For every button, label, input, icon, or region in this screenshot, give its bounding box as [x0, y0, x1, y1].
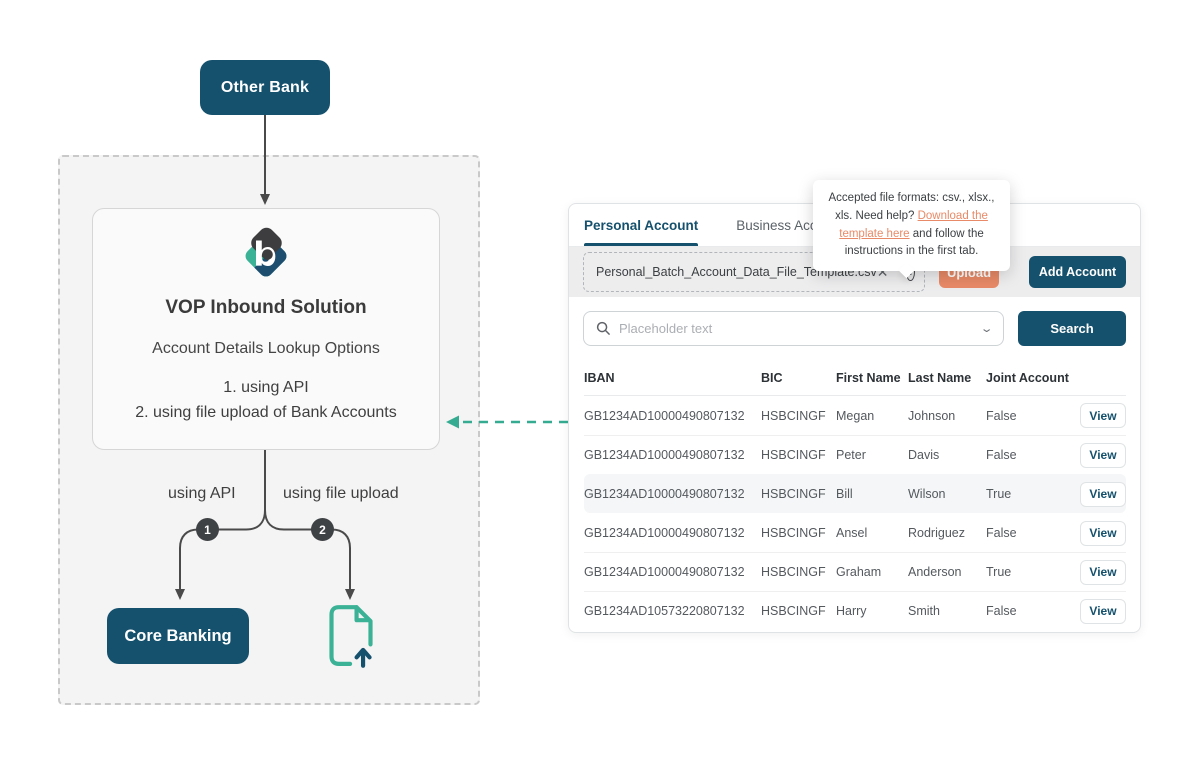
view-button[interactable]: View — [1080, 442, 1126, 468]
branch-number-2: 2 — [311, 518, 334, 541]
cell-joint-account: False — [986, 526, 1017, 540]
col-header-joint: Joint Account — [986, 370, 1069, 385]
tooltip-help-prefix: Need help? — [855, 209, 918, 222]
cell-first-name: Harry — [836, 604, 867, 618]
tooltip-formats-text: Accepted file formats: csv., xlsx., xls. — [828, 192, 995, 222]
cell-iban: GB1234AD10000490807132 — [584, 565, 745, 579]
branch-label-api: using API — [168, 485, 236, 502]
cell-last-name: Wilson — [908, 487, 946, 501]
cell-first-name: Bill — [836, 487, 853, 501]
cell-joint-account: True — [986, 487, 1012, 501]
col-header-last: Last Name — [908, 370, 972, 385]
solution-title: VOP Inbound Solution — [165, 297, 367, 318]
solution-option-1: 1. using API — [223, 379, 309, 396]
view-button[interactable]: View — [1080, 559, 1126, 585]
clear-file-icon[interactable]: ✕ — [876, 264, 889, 280]
search-row: ⌄ Search — [569, 297, 1140, 360]
cell-bic: HSBCINGF — [761, 408, 826, 423]
table-header-row: IBAN BIC First Name Last Name Joint Acco… — [584, 360, 1126, 396]
cell-iban: GB1234AD10000490807132 — [584, 487, 745, 501]
view-button[interactable]: View — [1080, 481, 1126, 507]
view-button[interactable]: View — [1080, 598, 1126, 624]
table-row: GB1234AD10573220807132 HSBCINGF Harry Sm… — [584, 591, 1126, 630]
cell-first-name: Graham — [836, 565, 882, 579]
cell-joint-account: False — [986, 408, 1017, 423]
file-dropzone[interactable]: Personal_Batch_Account_Data_File_Templat… — [583, 252, 925, 292]
vop-logo-icon: b — [245, 227, 287, 277]
cell-first-name: Peter — [836, 448, 866, 462]
cell-last-name: Smith — [908, 604, 940, 618]
tooltip-help-suffix: and follow the instructions in the first… — [844, 227, 984, 258]
search-button[interactable]: Search — [1018, 311, 1126, 346]
table-body: GB1234AD10000490807132 HSBCINGF Megan Jo… — [584, 396, 1126, 630]
other-bank-node: Other Bank — [200, 60, 330, 115]
solution-subtitle: Account Details Lookup Options — [152, 340, 380, 357]
cell-bic: HSBCINGF — [761, 565, 826, 579]
upload-help-tooltip: Accepted file formats: csv., xlsx., xls.… — [813, 180, 1010, 279]
col-header-first: First Name — [836, 370, 901, 385]
accounts-panel: Personal Account Business Account Person… — [568, 203, 1141, 633]
cell-iban: GB1234AD10000490807132 — [584, 448, 745, 462]
add-account-button[interactable]: Add Account — [1029, 256, 1126, 288]
tab-personal-account-label: Personal Account — [584, 217, 699, 233]
accounts-table: IBAN BIC First Name Last Name Joint Acco… — [569, 360, 1140, 630]
cell-bic: HSBCINGF — [761, 526, 826, 540]
download-template-link[interactable]: Download the template here — [839, 209, 988, 240]
branch-label-file: using file upload — [283, 485, 399, 502]
cell-last-name: Rodriguez — [908, 526, 965, 540]
branch-number-1: 1 — [196, 518, 219, 541]
core-banking-label: Core Banking — [124, 626, 232, 645]
cell-bic: HSBCINGF — [761, 487, 826, 501]
table-row: GB1234AD10000490807132 HSBCINGF Graham A… — [584, 552, 1126, 591]
selected-filename: Personal_Batch_Account_Data_File_Templat… — [596, 265, 877, 279]
search-icon — [596, 321, 610, 335]
cell-joint-account: False — [986, 604, 1017, 618]
cell-bic: HSBCINGF — [761, 604, 826, 618]
view-button[interactable]: View — [1080, 520, 1126, 546]
col-header-bic: BIC — [761, 370, 783, 385]
chevron-down-icon[interactable]: ⌄ — [979, 323, 994, 335]
cell-bic: HSBCINGF — [761, 448, 826, 462]
table-row: GB1234AD10000490807132 HSBCINGF Ansel Ro… — [584, 513, 1126, 552]
cell-last-name: Johnson — [908, 408, 956, 423]
search-box[interactable]: ⌄ — [583, 311, 1004, 346]
cell-first-name: Ansel — [836, 526, 868, 540]
col-header-iban: IBAN — [584, 370, 615, 385]
cell-first-name: Megan — [836, 408, 875, 423]
tab-personal-account[interactable]: Personal Account — [584, 204, 699, 246]
cell-last-name: Davis — [908, 448, 940, 462]
cell-joint-account: True — [986, 565, 1012, 579]
file-upload-icon — [329, 605, 373, 668]
search-input[interactable] — [619, 321, 982, 336]
solution-option-2: 2. using file upload of Bank Accounts — [135, 403, 397, 421]
cell-last-name: Anderson — [908, 565, 962, 579]
table-row: GB1234AD10000490807132 HSBCINGF Megan Jo… — [584, 396, 1126, 435]
table-row: GB1234AD10000490807132 HSBCINGF Bill Wil… — [584, 474, 1126, 513]
cell-joint-account: False — [986, 448, 1017, 462]
cell-iban: GB1234AD10000490807132 — [584, 526, 745, 540]
cell-iban: GB1234AD10573220807132 — [584, 604, 745, 618]
view-button[interactable]: View — [1080, 403, 1126, 428]
table-row: GB1234AD10000490807132 HSBCINGF Peter Da… — [584, 435, 1126, 474]
other-bank-label: Other Bank — [220, 78, 310, 96]
core-banking-node: Core Banking — [107, 608, 249, 664]
cell-iban: GB1234AD10000490807132 — [584, 408, 745, 423]
vop-solution-node: b VOP Inbound Solution Account Details L… — [92, 208, 440, 450]
